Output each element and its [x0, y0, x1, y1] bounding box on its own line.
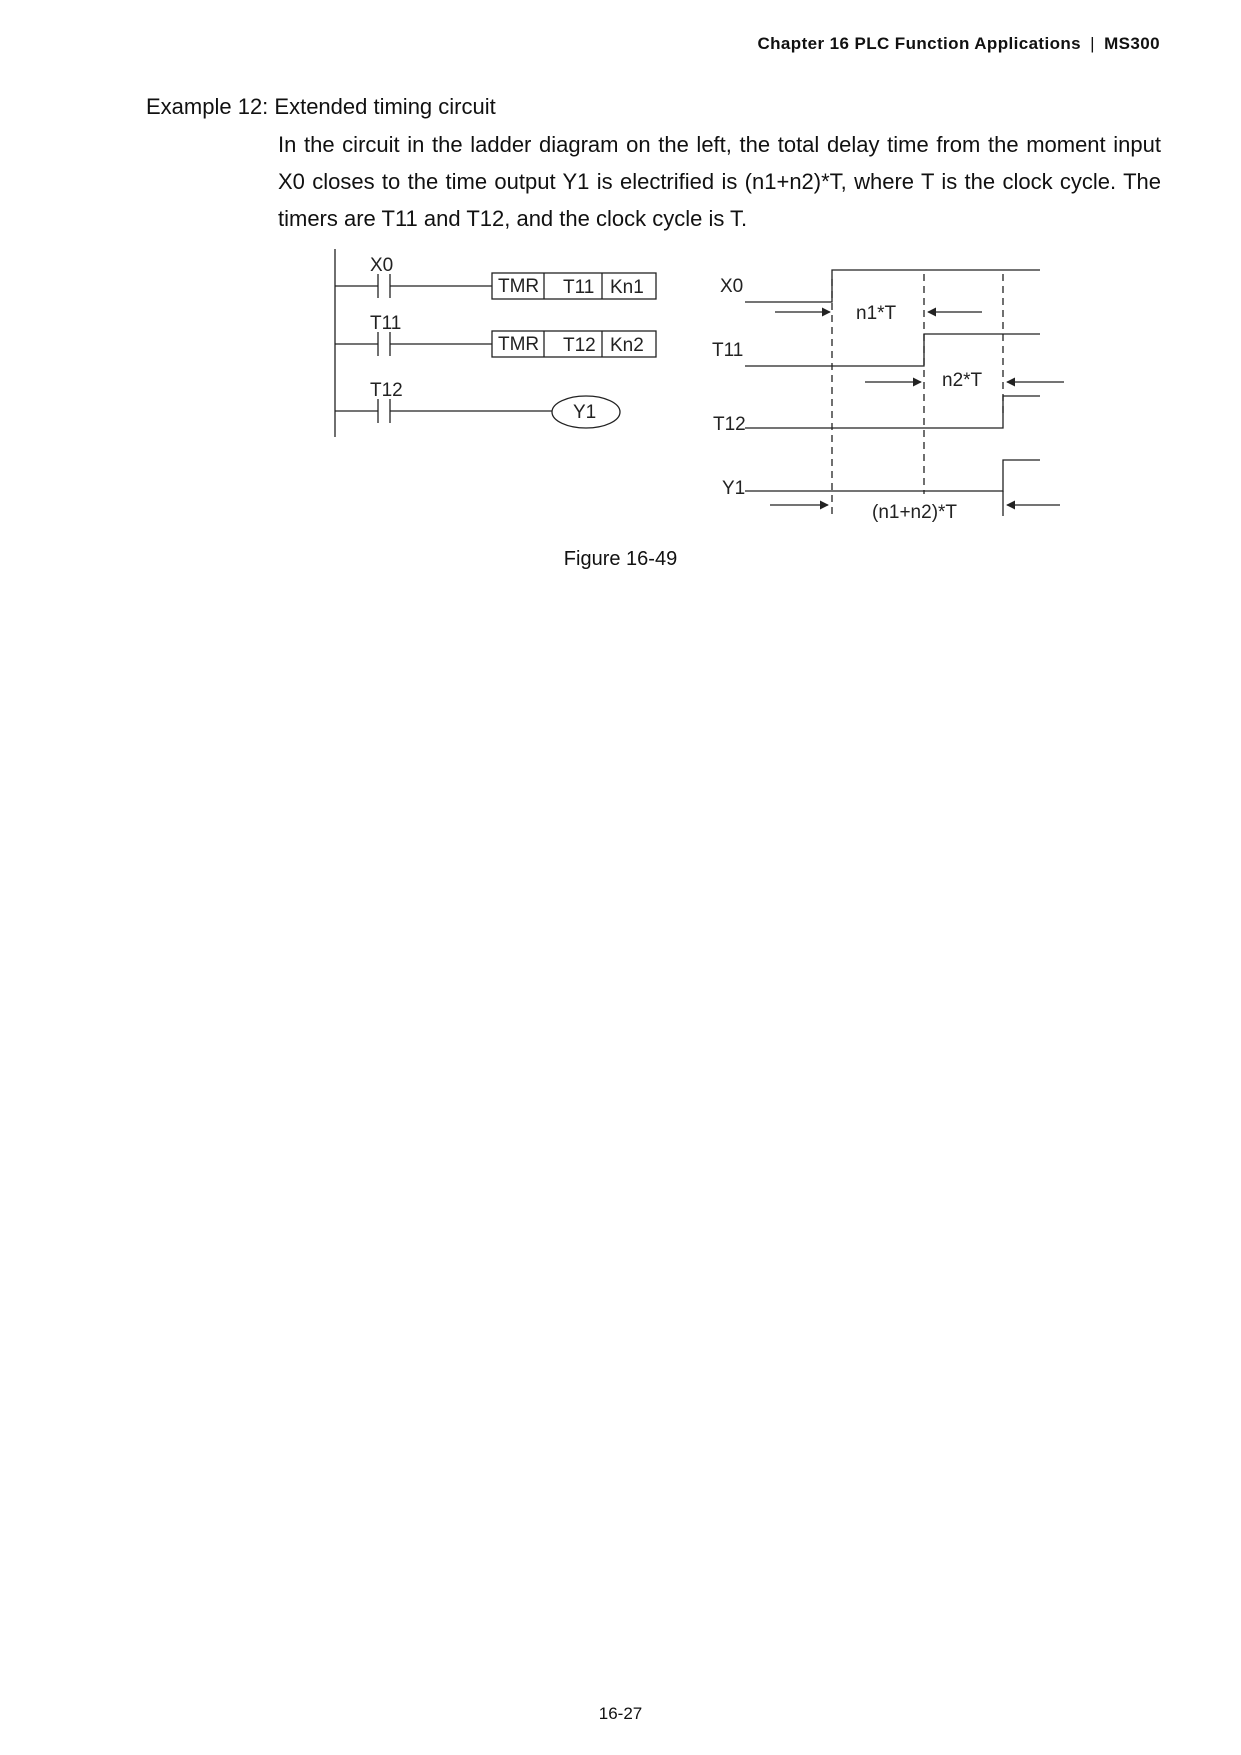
ladder-diagram: [334, 249, 657, 437]
contact-t11-label: T11: [370, 313, 401, 334]
coil-y1-label: Y1: [573, 402, 596, 423]
timer-2-label: T12: [563, 335, 596, 356]
figure-caption: Figure 16-49: [563, 548, 678, 570]
waveform-t11: [745, 333, 1040, 367]
signal-x0-label: X0: [720, 276, 743, 297]
timing-labels: X0 T11 T12 Y1 n1*T n2*T (n1+n2)*T: [712, 276, 983, 523]
signal-t12-label: T12: [713, 414, 746, 435]
constant-1-label: Kn1: [610, 277, 644, 298]
ladder-labels: X0 TMR T11 Kn1 T11 TMR T12 Kn2 T12 Y1: [370, 255, 644, 423]
page-number: 16-27: [598, 1704, 643, 1723]
model-name: MS300: [1104, 34, 1160, 53]
page-header: Chapter 16 PLC Function Applications | M…: [757, 34, 1160, 54]
chapter-title: Chapter 16 PLC Function Applications: [757, 34, 1082, 53]
rung-1: [335, 272, 657, 300]
interval-n2-label: n2*T: [942, 370, 983, 391]
rung-2: [335, 330, 657, 358]
waveform-t12: [745, 395, 1040, 429]
rung-3: [335, 395, 621, 429]
figure: X0 TMR T11 Kn1 T11 TMR T12 Kn2 T12 Y1 X0…: [320, 244, 1080, 539]
timing-diagram: [745, 269, 1064, 516]
total-delay-label: (n1+n2)*T: [872, 502, 957, 523]
coil-y1-symbol: [551, 395, 621, 429]
figure-svg: X0 TMR T11 Kn1 T11 TMR T12 Kn2 T12 Y1 X0…: [334, 249, 1064, 523]
waveform-y1: [745, 459, 1040, 492]
waveform-x0: [745, 269, 1040, 303]
instruction-1-label: TMR: [498, 276, 539, 297]
contact-x0-label: X0: [370, 255, 393, 276]
constant-2-label: Kn2: [610, 335, 644, 356]
timer-1-label: T11: [563, 277, 594, 298]
signal-y1-label: Y1: [722, 478, 745, 499]
contact-t12-label: T12: [370, 380, 403, 401]
instruction-box-1: [491, 272, 657, 300]
example-title: Example 12: Extended timing circuit: [146, 94, 496, 119]
instruction-box-2: [491, 330, 657, 358]
description-paragraph: In the circuit in the ladder diagram on …: [278, 132, 1161, 231]
instruction-2-label: TMR: [498, 334, 539, 355]
signal-t11-label: T11: [712, 340, 743, 361]
header-separator: |: [1090, 34, 1095, 53]
interval-n1-label: n1*T: [856, 303, 897, 324]
